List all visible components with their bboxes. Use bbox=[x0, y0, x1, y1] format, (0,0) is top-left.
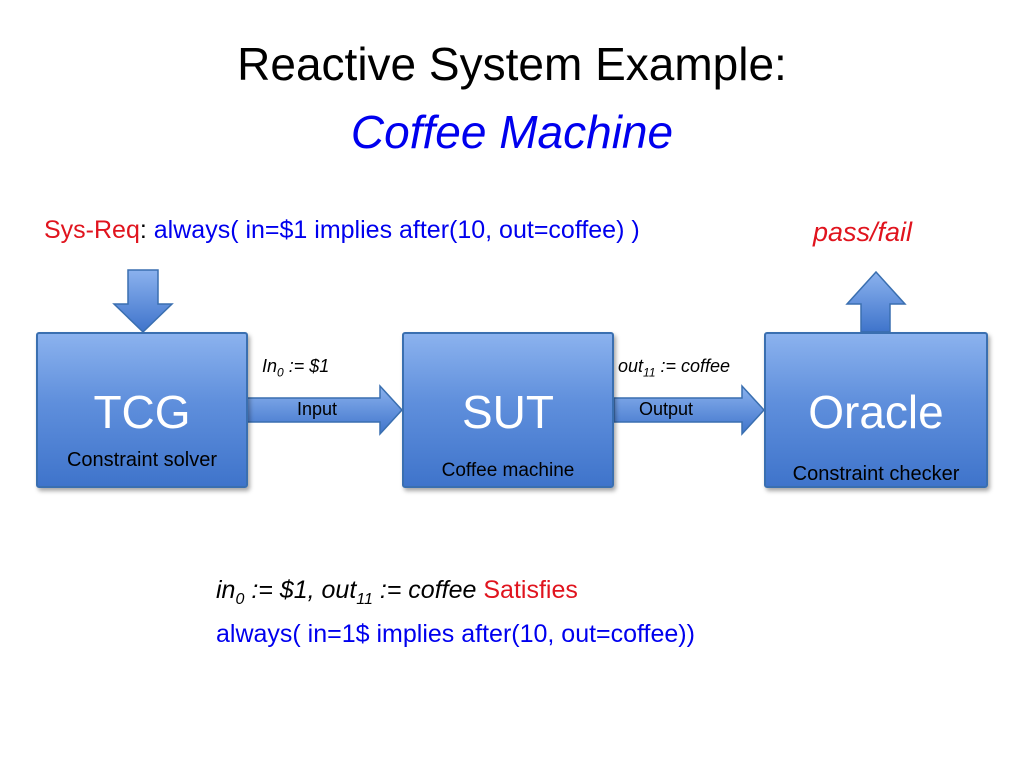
tcg-sublabel: Constraint solver bbox=[66, 449, 218, 471]
input-subscript: 0 bbox=[277, 365, 284, 380]
sut-sublabel: Coffee machine bbox=[441, 460, 575, 481]
oracle-sublabel: Constraint checker bbox=[792, 463, 960, 485]
result-satisfies: Satisfies bbox=[483, 576, 578, 604]
result-end: := coffee bbox=[372, 576, 484, 604]
sys-req-line: Sys-Req: always( in=$1 implies after(10,… bbox=[44, 214, 640, 246]
tcg-box: TCG Constraint solver bbox=[36, 332, 248, 488]
oracle-box: Oracle Constraint checker bbox=[764, 332, 988, 488]
sys-req-colon: : bbox=[139, 216, 147, 244]
slide-title: Reactive System Example: bbox=[237, 38, 787, 90]
oracle-label: Oracle bbox=[808, 386, 944, 438]
arrow-down-into-tcg bbox=[112, 269, 174, 334]
slide-subtitle: Coffee Machine bbox=[350, 106, 674, 158]
pass-fail-label: pass/fail bbox=[813, 217, 913, 247]
result-sub-11: 11 bbox=[356, 591, 373, 608]
tcg-label: TCG bbox=[93, 386, 191, 438]
arrow-output bbox=[613, 384, 766, 436]
input-assignment: In0 := $1 bbox=[262, 355, 329, 384]
sys-req-formula: always( in=$1 implies after(10, out=coff… bbox=[146, 216, 640, 244]
arrow-up-from-oracle bbox=[845, 270, 907, 333]
result-line-1: in0 := $1, out11 := coffee Satisfies bbox=[216, 574, 578, 616]
result-line-2: always( in=1$ implies after(10, out=coff… bbox=[216, 620, 695, 648]
sut-box: SUT Coffee machine bbox=[402, 332, 614, 488]
output-value: := coffee bbox=[655, 356, 731, 376]
sut-label: SUT bbox=[462, 386, 554, 438]
output-assignment: out11 := coffee bbox=[618, 355, 730, 384]
output-subscript: 11 bbox=[643, 365, 656, 380]
input-var: In bbox=[262, 356, 278, 376]
result-sub-0: 0 bbox=[235, 591, 245, 608]
arrow-input bbox=[246, 384, 404, 436]
result-var-in: in bbox=[216, 576, 236, 604]
result-mid: := $1, out bbox=[244, 576, 357, 604]
output-label: Output bbox=[639, 399, 694, 419]
output-var: out bbox=[618, 356, 644, 376]
input-label: Input bbox=[297, 399, 338, 419]
sys-req-label: Sys-Req bbox=[44, 216, 140, 244]
input-value: := $1 bbox=[283, 356, 330, 376]
